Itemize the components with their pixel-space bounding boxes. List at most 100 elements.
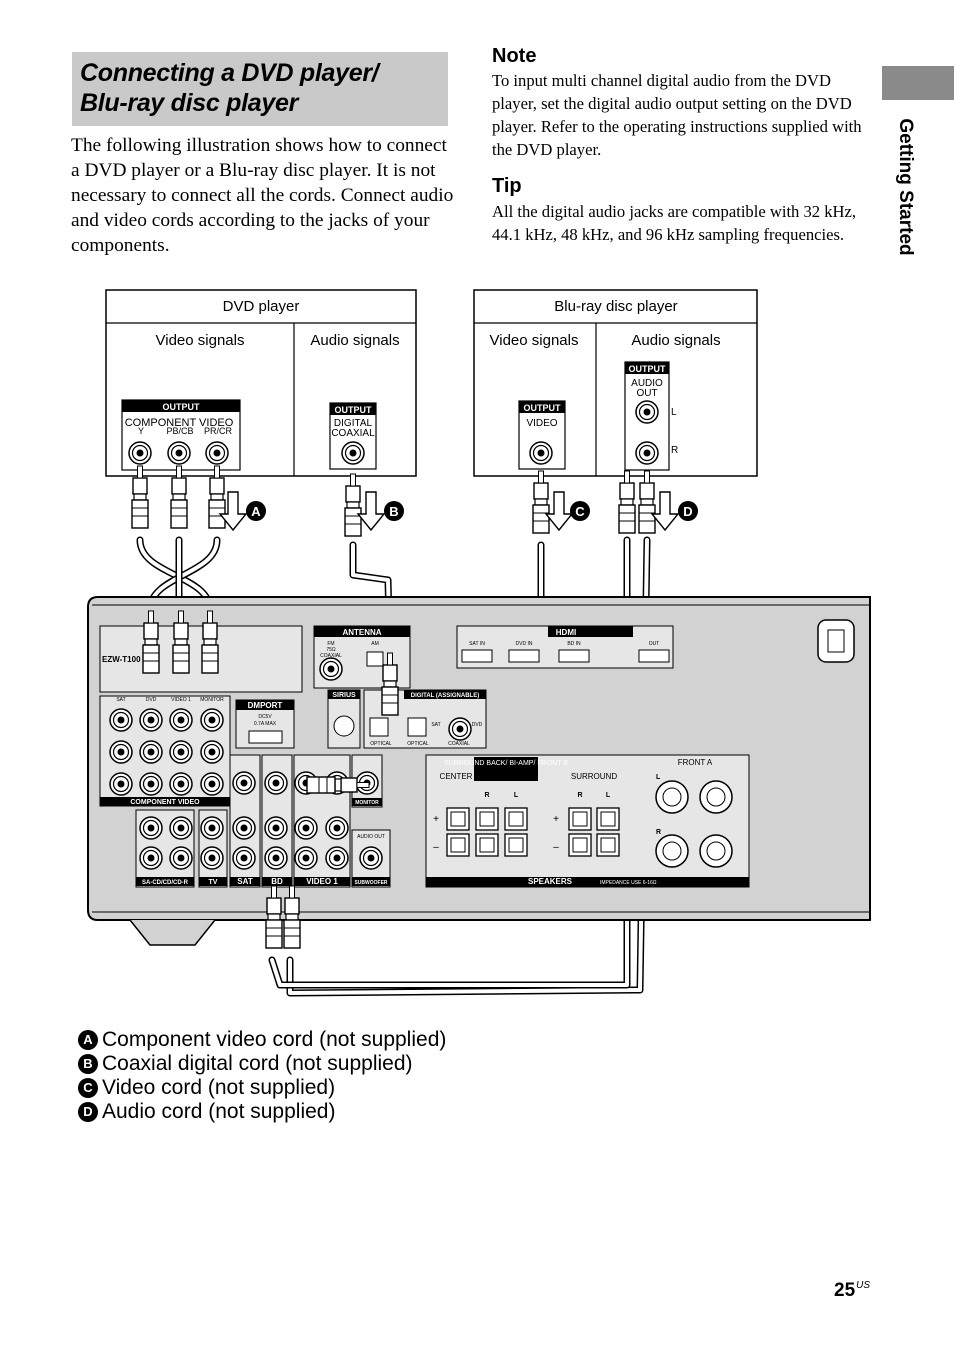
hdmi-sat-in: SAT IN [469,641,485,647]
legend-badge-a: A [78,1030,98,1050]
sb-r-label: R [484,792,489,799]
page-number-suffix: US [856,1280,871,1291]
impedance-label: IMPEDANCE USE 6-16Ω [600,880,657,886]
bluray-title: Blu-ray disc player [554,298,677,315]
comp-monitor: MONITOR [200,697,224,703]
bluray-audio-output-label: OUTPUT [629,364,667,374]
dmport-label: DMPORT [248,701,283,710]
bd-label: BD [271,877,283,886]
dvd-video-signals: Video signals [156,332,245,349]
dvd-y-label: Y [138,426,144,436]
monitor-label: MONITOR [355,800,379,806]
note-heading: Note [492,45,537,67]
hdmi-dvd-in: DVD IN [516,641,533,647]
sat-label: SAT [237,877,253,886]
ezw-label: EZW-T100 [102,655,141,664]
fm-coax-label: COAXIAL [320,653,342,659]
hdmi-bd-in: BD IN [567,641,581,647]
hdmi-out: OUT [649,641,660,647]
callouts: A B C D [219,491,698,531]
fm-label: FM [327,641,334,647]
tv-label: TV [209,879,218,886]
fm75-label: 75Ω [326,647,336,653]
intro-paragraph: The following illustration shows how to … [71,135,454,256]
bluray-r-label: R [671,445,678,456]
comp-sat: SAT [116,697,125,703]
comp-dvd: DVD [146,697,157,703]
antenna-label: ANTENNA [342,628,381,637]
front-a-label: FRONT A [678,758,713,767]
sirius-label: SIRIUS [332,692,356,699]
callout-a: A [251,504,261,519]
bluray-video-signals: Video signals [490,332,579,349]
bluray-audio-label: AUDIO [631,378,663,389]
subwoofer-label: SUBWOOFER [354,880,387,886]
legend-badge-c: C [78,1078,98,1098]
bluray-out-label: OUT [636,388,657,399]
center-label: CENTER [440,772,473,781]
surround-back-label: SURROUND BACK/ BI-AMP/ FRONT B [444,760,568,767]
dvd-component-output-label: OUTPUT [163,402,201,412]
bluray-audio-signals: Audio signals [631,332,720,349]
surround-label: SURROUND [571,772,617,781]
legend-text-a: Component video cord (not supplied) [102,1028,447,1051]
dmport-ma: 0.7A MAX [254,721,277,727]
title-line-1: Connecting a DVD player/ [80,59,379,87]
legend-badge-b: B [78,1054,98,1074]
optical-1-label: OPTICAL [370,741,392,747]
surround-plus: + [553,814,559,825]
bluray-video-output-label: OUTPUT [524,403,562,413]
callout-d: D [683,504,692,519]
dvd-component-video-label: COMPONENT VIDEO [125,417,234,429]
optical-2-label: OPTICAL [407,741,429,747]
tip-heading: Tip [492,175,522,197]
audio-out-label: AUDIO OUT [357,834,385,840]
sacd-label: SA-CD/CD/CD-R [142,880,189,886]
center-plus: + [433,814,439,825]
legend-text-c: Video cord (not supplied) [102,1076,336,1099]
bluray-video-label: VIDEO [526,418,557,429]
center-minus: – [433,842,439,853]
hdmi-label: HDMI [556,628,576,637]
digital-sat-label: SAT [431,722,440,728]
tip-text: All the digital audio jacks are compatib… [492,202,857,244]
title-box: Connecting a DVD player/ Blu-ray disc pl… [72,52,448,126]
page-title: Connecting a DVD player/ Blu-ray disc pl… [72,52,448,118]
legend-text-d: Audio cord (not supplied) [102,1100,336,1123]
title-line-2: Blu-ray disc player [80,89,299,117]
legend-badge-d: D [78,1102,98,1122]
dvd-pr-label: PR/CR [204,426,233,436]
sur-l-label: L [606,792,611,799]
page-number-value: 25 [834,1280,856,1301]
digital-dvd-label: DVD [472,722,483,728]
am-label: AM [371,641,379,647]
sur-r-label: R [577,792,582,799]
receiver-rear-panel: EZW-T100 SAT DVD VIDEO 1 MONITOR COMPONE… [87,596,871,946]
bluray-l-label: L [671,407,677,418]
front-l-label: L [656,774,661,781]
note-text: To input multi channel digital audio fro… [492,71,862,159]
sb-l-label: L [514,792,519,799]
digital-assignable-label: DIGITAL (ASSIGNABLE) [411,693,479,699]
dmport-dcv: DC5V [258,714,272,720]
dvd-digital-label: DIGITAL [334,418,373,429]
bluray-player-panel: Blu-ray disc player Video signals Audio … [473,289,758,477]
callout-b: B [389,504,398,519]
comp-video1: VIDEO 1 [171,697,191,703]
dvd-player-panel: DVD player Video signals Audio signals O… [105,289,417,477]
speakers-label: SPEAKERS [528,877,573,886]
dvd-coax-output-label: OUTPUT [335,405,373,415]
video1-label: VIDEO 1 [306,877,338,886]
page-number: 25US [834,1280,870,1302]
coaxial-label: COAXIAL [448,741,470,747]
legend-text-b: Coaxial digital cord (not supplied) [102,1052,413,1075]
dvd-player-title: DVD player [223,298,300,315]
section-tab-marker [882,66,954,100]
dvd-pb-label: PB/CB [166,426,193,436]
